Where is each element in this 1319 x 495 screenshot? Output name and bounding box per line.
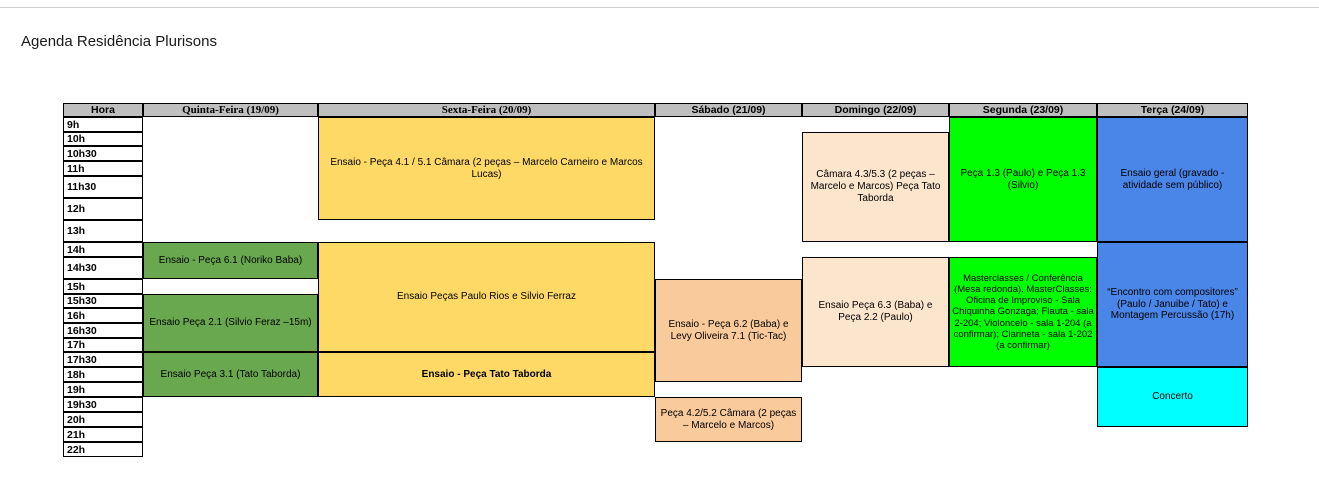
hour-cell: 16h xyxy=(63,308,143,323)
page-title: Agenda Residência Plurisons xyxy=(21,33,217,50)
event-domingo-peca63: Ensaio Peça 6.3 (Baba) e Peça 2.2 (Paulo… xyxy=(802,257,949,367)
hour-cell: 11h xyxy=(63,161,143,176)
event-quinta-peca21: Ensaio Peça 2.1 (Silvio Feraz –15m) xyxy=(143,294,318,352)
event-sexta-paulo-silvio: Ensaio Peças Paulo Rios e Silvio Ferraz xyxy=(318,242,655,352)
hour-cell: 11h30 xyxy=(63,176,143,198)
event-quinta-peca31: Ensaio Peça 3.1 (Tato Taborda) xyxy=(143,352,318,397)
hour-cell: 15h30 xyxy=(63,294,143,308)
hour-cell: 19h xyxy=(63,382,143,397)
header-terca: Terça (24/09) xyxy=(1097,103,1248,117)
header-sabado: Sábado (21/09) xyxy=(655,103,802,117)
window-top-divider xyxy=(0,7,1319,8)
hour-cell: 17h xyxy=(63,338,143,352)
event-sexta-tato: Ensaio - Peça Tato Taborda xyxy=(318,352,655,397)
header-sexta: Sexta-Feira (20/09) xyxy=(318,103,655,117)
event-terca-ensaio-geral: Ensaio geral (gravado - atividade sem pú… xyxy=(1097,117,1248,242)
event-terca-concerto: Concerto xyxy=(1097,367,1248,427)
hour-cell: 13h xyxy=(63,220,143,242)
hour-cell: 17h30 xyxy=(63,352,143,367)
event-segunda-peca13: Peça 1.3 (Paulo) e Peça 1.3 (Silvio) xyxy=(949,117,1097,242)
hour-cell: 9h xyxy=(63,117,143,132)
hour-cell: 14h xyxy=(63,242,143,257)
event-sabado-camara: Peça 4.2/5.2 Câmara (2 peças – Marcelo e… xyxy=(655,397,802,442)
event-sexta-camara: Ensaio - Peça 4.1 / 5.1 Câmara (2 peças … xyxy=(318,117,655,220)
header-quinta: Quinta-Feira (19/09) xyxy=(143,103,318,117)
hour-cell: 18h xyxy=(63,367,143,382)
agenda-table: Hora Quinta-Feira (19/09) Sexta-Feira (2… xyxy=(63,103,1248,457)
hour-cell: 16h30 xyxy=(63,323,143,338)
event-sabado-peca62: Ensaio - Peça 6.2 (Baba) e Levy Oliveira… xyxy=(655,279,802,382)
header-hora: Hora xyxy=(63,103,143,117)
hour-cell: 21h xyxy=(63,427,143,442)
hour-cell: 19h30 xyxy=(63,397,143,412)
hour-cell: 15h xyxy=(63,279,143,294)
header-domingo: Domingo (22/09) xyxy=(802,103,949,117)
event-quinta-peca61: Ensaio - Peça 6.1 (Noriko Baba) xyxy=(143,242,318,279)
event-segunda-masterclasses: Masterclasses / Conferência (Mesa redond… xyxy=(949,257,1097,367)
hour-cell: 14h30 xyxy=(63,257,143,279)
event-terca-encontro: “Encontro com compositores” (Paulo / Jan… xyxy=(1097,242,1248,367)
hour-cell: 12h xyxy=(63,198,143,220)
event-domingo-camara: Câmara 4.3/5.3 (2 peças – Marcelo e Marc… xyxy=(802,132,949,242)
header-segunda: Segunda (23/09) xyxy=(949,103,1097,117)
hour-cell: 22h xyxy=(63,442,143,457)
hour-cell: 20h xyxy=(63,412,143,427)
hour-cell: 10h xyxy=(63,132,143,146)
hour-cell: 10h30 xyxy=(63,146,143,161)
